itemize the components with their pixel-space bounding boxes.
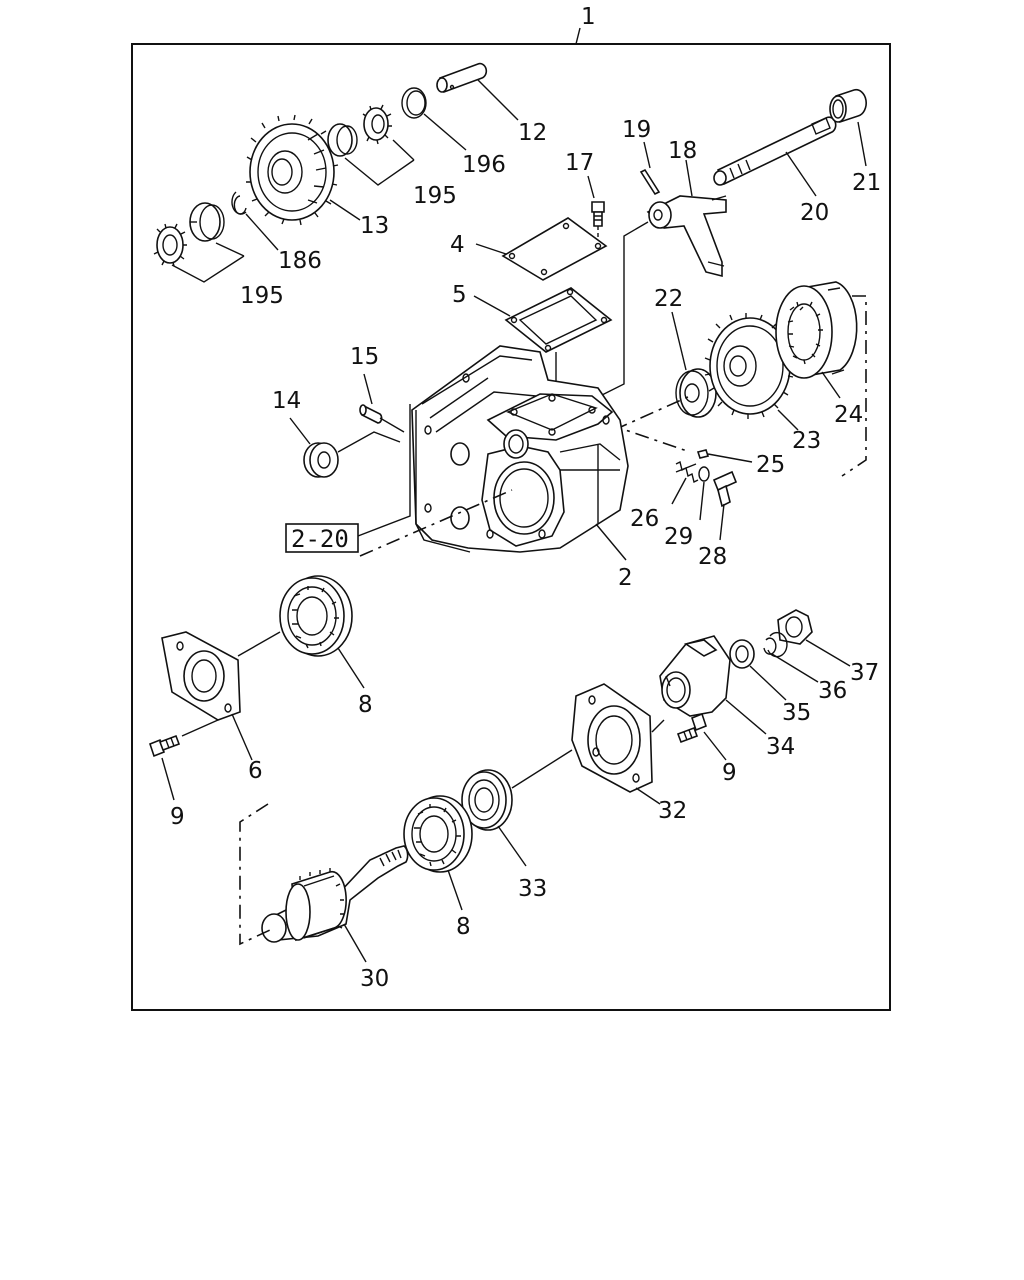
callout-21: 21 xyxy=(852,170,881,196)
callout-30: 30 xyxy=(360,966,389,992)
reference-box[interactable]: 2-20 xyxy=(285,523,359,553)
callout-36: 36 xyxy=(818,678,847,704)
callout-196: 196 xyxy=(462,152,506,178)
reference-label: 2-20 xyxy=(291,525,349,553)
part-2-case xyxy=(411,345,629,553)
callout-25: 25 xyxy=(756,452,785,478)
part-22-thrust-washer xyxy=(675,368,717,418)
callout-9-right: 9 xyxy=(722,760,737,786)
callout-13: 13 xyxy=(360,213,389,239)
part-17-bolt xyxy=(591,201,605,227)
part-21-bush xyxy=(829,88,867,124)
part-19-pin xyxy=(639,168,661,196)
part-13-gear xyxy=(246,114,339,226)
callout-17: 17 xyxy=(565,150,594,176)
part-14-bushing xyxy=(303,442,339,478)
part-6-cover xyxy=(161,631,241,721)
callout-8-lower: 8 xyxy=(456,914,471,940)
assembly-number: 1 xyxy=(581,4,596,30)
part-195-cup-left xyxy=(189,202,225,242)
callout-20: 20 xyxy=(800,200,829,226)
callout-37: 37 xyxy=(850,660,879,686)
part-12-shaft xyxy=(436,62,488,94)
callout-195-right: 195 xyxy=(413,183,457,209)
part-36-lockwasher xyxy=(763,631,788,658)
part-35-washer xyxy=(729,639,755,669)
part-37-nut xyxy=(777,609,813,645)
callout-8-upper: 8 xyxy=(358,692,373,718)
part-32-cover xyxy=(571,683,653,793)
part-195-cup-right xyxy=(327,123,358,157)
callout-33: 33 xyxy=(518,876,547,902)
callout-35: 35 xyxy=(782,700,811,726)
part-18-shift-fork xyxy=(646,195,727,278)
callout-34: 34 xyxy=(766,734,795,760)
part-28-plug xyxy=(712,470,738,508)
part-4-cover xyxy=(501,217,608,281)
callout-28: 28 xyxy=(698,544,727,570)
callout-22: 22 xyxy=(654,286,683,312)
callout-4: 4 xyxy=(450,232,465,258)
diagram-frame xyxy=(131,43,891,1011)
callout-18: 18 xyxy=(668,138,697,164)
part-186-snap-ring xyxy=(231,191,247,215)
callout-26: 26 xyxy=(630,506,659,532)
callout-5: 5 xyxy=(452,282,467,308)
callout-24: 24 xyxy=(834,402,863,428)
callout-32: 32 xyxy=(658,798,687,824)
part-29-washer xyxy=(698,466,710,482)
part-195-bearing-left xyxy=(153,223,187,267)
part-15-dowel xyxy=(359,404,383,424)
callout-9-left: 9 xyxy=(170,804,185,830)
part-26-spring xyxy=(675,460,699,484)
part-196-ring xyxy=(401,87,427,119)
part-24-sleeve xyxy=(775,281,858,379)
part-30-shaft xyxy=(261,845,409,943)
callout-19: 19 xyxy=(622,117,651,143)
part-34-flange xyxy=(659,635,731,717)
part-5-gasket xyxy=(504,287,613,353)
callout-186: 186 xyxy=(278,248,322,274)
part-25-ball xyxy=(696,449,710,459)
part-195-bearing-right xyxy=(362,104,392,145)
part-8-bearing-lower xyxy=(403,795,473,873)
callout-195-left: 195 xyxy=(240,283,284,309)
part-9-bolt-left xyxy=(149,734,181,758)
callout-2: 2 xyxy=(618,565,633,591)
callout-12: 12 xyxy=(518,120,547,146)
part-8-bearing-upper xyxy=(279,575,353,657)
part-20-shaft xyxy=(713,116,837,186)
callout-23: 23 xyxy=(792,428,821,454)
callout-6: 6 xyxy=(248,758,263,784)
part-9-bolt-right xyxy=(676,712,707,744)
callout-29: 29 xyxy=(664,524,693,550)
part-33-oil-seal xyxy=(461,769,513,831)
callout-14: 14 xyxy=(272,388,301,414)
callout-15: 15 xyxy=(350,344,379,370)
